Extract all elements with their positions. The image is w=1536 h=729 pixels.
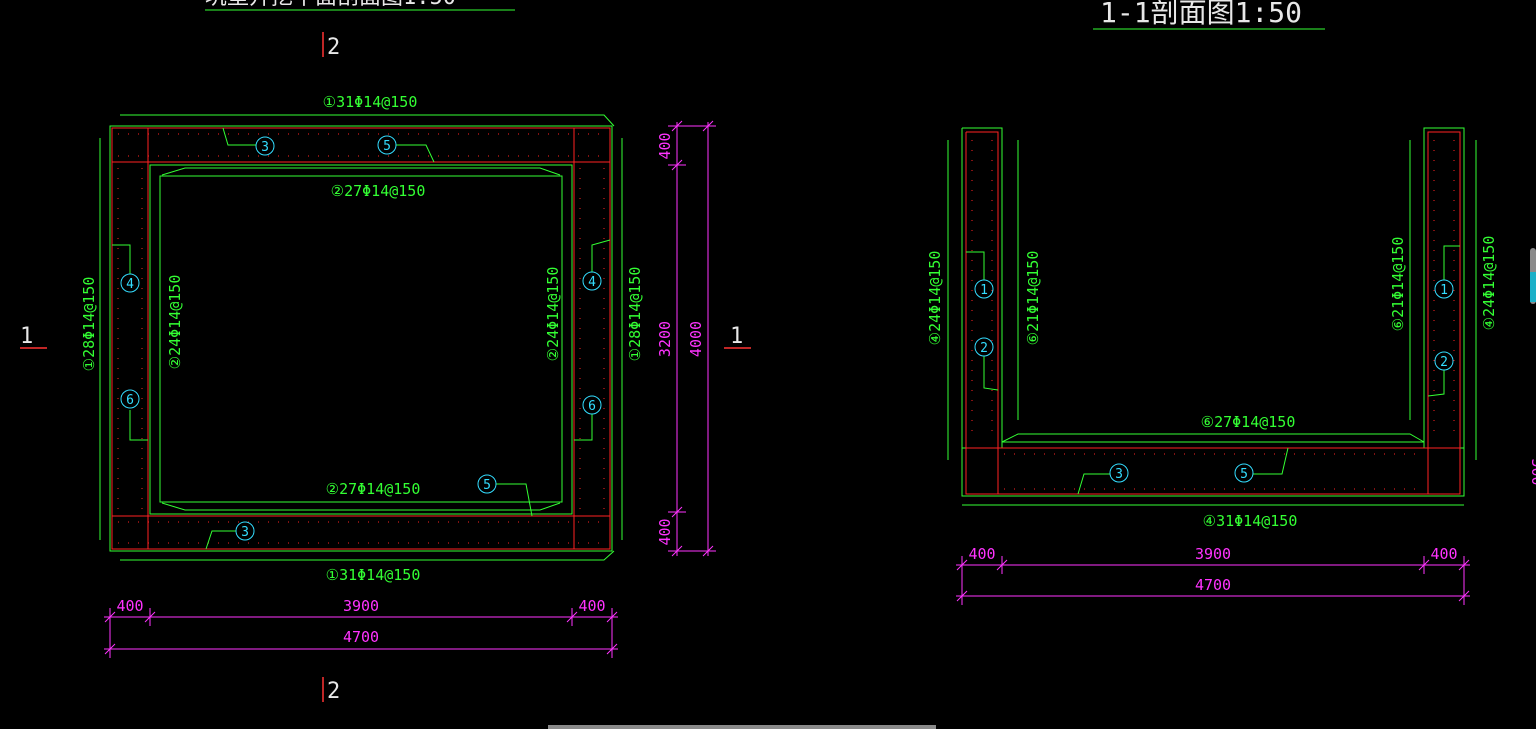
section-edge-dim: 500 bbox=[1528, 458, 1536, 485]
plan-callout-3-top: 3 bbox=[255, 136, 275, 156]
section-left-outer-bar-label: ④24Φ14@150 bbox=[926, 251, 944, 346]
svg-text:4: 4 bbox=[588, 275, 596, 290]
plan-dim-total: 4700 bbox=[343, 628, 379, 646]
section-dim-middle: 3900 bbox=[1195, 545, 1231, 563]
plan-left-inner-bar-label: ②24Φ14@150 bbox=[166, 275, 184, 370]
section-slab-bottom-bar-label: ④31Φ14@150 bbox=[1203, 512, 1298, 530]
svg-text:5: 5 bbox=[483, 478, 491, 493]
horizontal-scrollbar[interactable] bbox=[548, 725, 936, 729]
section-callout-2-right: 2 bbox=[1434, 351, 1454, 371]
svg-text:4: 4 bbox=[126, 277, 134, 292]
plan-horizontal-dimensions bbox=[104, 608, 618, 658]
plan-callout-6-left: 6 bbox=[120, 389, 140, 409]
section-dim-left: 400 bbox=[968, 545, 995, 563]
section-right-inner-bar-label: ⑥21Φ14@150 bbox=[1389, 237, 1407, 332]
svg-text:1: 1 bbox=[980, 283, 988, 298]
plan-callout-4-left: 4 bbox=[120, 273, 140, 293]
plan-dim-right: 400 bbox=[578, 597, 605, 615]
section-horizontal-dimensions bbox=[956, 556, 1470, 605]
svg-text:1: 1 bbox=[20, 324, 33, 349]
section-callout-1-left: 1 bbox=[974, 279, 994, 299]
plan-callout-5-bottom: 5 bbox=[477, 474, 497, 494]
plan-right-outer-bar-label: ①28Φ14@150 bbox=[626, 267, 644, 362]
section-dim-right: 400 bbox=[1430, 545, 1457, 563]
vertical-scrollbar[interactable] bbox=[1530, 248, 1536, 304]
plan-vdim-top: 400 bbox=[656, 132, 674, 159]
scrollbar-accent bbox=[1530, 272, 1536, 302]
plan-inner-top-bar-label: ②27Φ14@150 bbox=[331, 182, 426, 200]
plan-dim-middle: 3900 bbox=[343, 597, 379, 615]
section-title: 1-1剖面图1:50 bbox=[1100, 0, 1302, 29]
section-title-block: 1-1剖面图1:50 bbox=[1093, 0, 1325, 30]
svg-text:2: 2 bbox=[327, 35, 340, 60]
section-left-inner-bar-label: ⑥21Φ14@150 bbox=[1024, 251, 1042, 346]
section-slab-top-bar-label: ⑥27Φ14@150 bbox=[1201, 413, 1296, 431]
section-right-outer-bar-label: ④24Φ14@150 bbox=[1480, 236, 1498, 331]
plan-vdim-bottom: 400 bbox=[656, 518, 674, 545]
plan-callout-4-right: 4 bbox=[582, 271, 602, 291]
plan-top-bar-label: ①31Φ14@150 bbox=[323, 93, 418, 111]
section-dim-total: 4700 bbox=[1195, 576, 1231, 594]
svg-text:3: 3 bbox=[1115, 467, 1123, 482]
plan-bottom-bar-label: ①31Φ14@150 bbox=[326, 566, 421, 584]
plan-vertical-dimensions bbox=[668, 120, 716, 557]
svg-text:6: 6 bbox=[126, 393, 134, 408]
plan-title: 坑壁开挖平面剖面图1:50 bbox=[205, 0, 456, 10]
plan-view bbox=[99, 114, 623, 561]
section-view bbox=[947, 127, 1477, 506]
plan-vdim-middle: 3200 bbox=[656, 321, 674, 357]
plan-callout-3-bottom: 3 bbox=[235, 521, 255, 541]
plan-dim-left: 400 bbox=[116, 597, 143, 615]
section-callout-1-right: 1 bbox=[1434, 279, 1454, 299]
section-callout-2-left: 2 bbox=[974, 337, 994, 357]
plan-vdim-total: 4000 bbox=[687, 321, 705, 357]
plan-callout-5-top: 5 bbox=[377, 135, 397, 155]
svg-text:2: 2 bbox=[980, 341, 988, 356]
section-callout-3: 3 bbox=[1109, 463, 1129, 483]
plan-inner-bottom-bar-label: ②27Φ14@150 bbox=[326, 480, 421, 498]
svg-text:2: 2 bbox=[1440, 355, 1448, 370]
plan-right-inner-bar-label: ②24Φ14@150 bbox=[544, 267, 562, 362]
svg-text:5: 5 bbox=[383, 139, 391, 154]
section-mark-1-left: 1 bbox=[20, 324, 47, 349]
section-callout-5: 5 bbox=[1234, 463, 1254, 483]
svg-text:3: 3 bbox=[241, 525, 249, 540]
svg-text:1: 1 bbox=[730, 324, 743, 349]
svg-text:6: 6 bbox=[588, 399, 596, 414]
section-mark-2-bottom: 2 bbox=[322, 677, 340, 704]
section-mark-1-right: 1 bbox=[724, 324, 751, 349]
svg-text:2: 2 bbox=[327, 679, 340, 704]
svg-text:5: 5 bbox=[1240, 467, 1248, 482]
svg-text:1: 1 bbox=[1440, 283, 1448, 298]
plan-title-block: 坑壁开挖平面剖面图1:50 bbox=[205, 0, 515, 11]
svg-text:3: 3 bbox=[261, 140, 269, 155]
plan-left-outer-bar-label: ①28Φ14@150 bbox=[80, 277, 98, 372]
plan-callout-6-right: 6 bbox=[582, 395, 602, 415]
section-mark-2-top: 2 bbox=[322, 32, 340, 60]
